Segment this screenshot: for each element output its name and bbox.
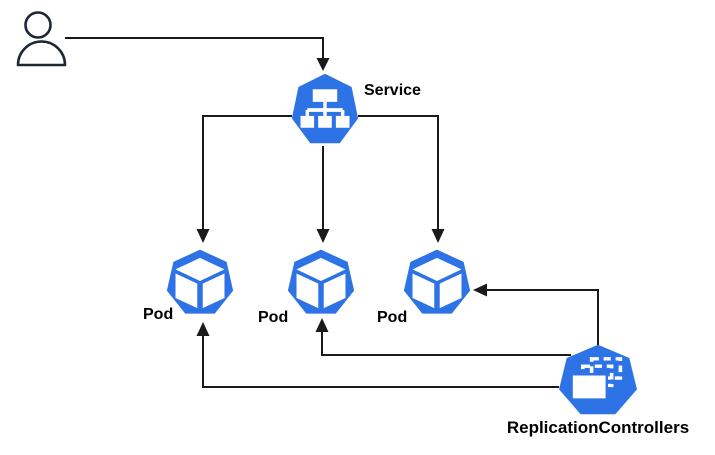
edge-rc-to-pod3 xyxy=(486,289,599,346)
pod3-node xyxy=(403,249,471,317)
pod-cube-top xyxy=(412,257,462,281)
pod1-node xyxy=(166,249,234,317)
service-glyph-leaf xyxy=(318,115,332,128)
edge-rc-to-pod2 xyxy=(321,331,571,356)
replication-controllers-node xyxy=(558,344,638,418)
replication-controllers-label: ReplicationControllers xyxy=(506,418,690,437)
user-node xyxy=(15,10,68,67)
user-head xyxy=(24,11,52,39)
pod-cube-left xyxy=(296,273,319,309)
arrowhead-service-top xyxy=(316,58,330,71)
k8s-pod-icon xyxy=(166,249,234,314)
service-glyph-leaf xyxy=(300,115,315,128)
arrowhead-pod1-bottom xyxy=(196,322,210,336)
pod3-label: Pod xyxy=(377,309,408,326)
pod1-label: Pod xyxy=(143,306,174,323)
pod-cube-left xyxy=(175,273,198,309)
service-glyph-links xyxy=(305,101,345,116)
arrowhead-pod2-top xyxy=(316,229,330,243)
pod2-label: Pod xyxy=(258,309,289,326)
k8s-replication-controller-icon xyxy=(559,344,637,415)
pod-cube-right xyxy=(202,273,225,309)
edge-service-to-pod1 xyxy=(202,115,292,230)
k8s-service-icon xyxy=(291,73,359,144)
arrowhead-pod3-top xyxy=(431,229,445,243)
service-glyph-leaf xyxy=(335,115,350,128)
pod-cube-left xyxy=(412,273,435,309)
k8s-pod-icon xyxy=(287,249,355,314)
pod-cube-top xyxy=(296,257,346,281)
service-label: Service xyxy=(364,82,421,99)
arrowhead-pod3-right xyxy=(473,283,487,297)
arrowhead-pod1-top xyxy=(196,229,210,243)
k8s-pod-icon xyxy=(403,249,471,314)
service-glyph-root xyxy=(312,89,338,102)
pod-cube-top xyxy=(175,257,225,281)
service-node xyxy=(291,73,359,147)
edge-service-to-pod3 xyxy=(358,115,439,230)
user-body xyxy=(16,40,67,67)
pod2-node xyxy=(287,249,355,317)
edge-rc-to-pod1 xyxy=(202,336,559,388)
arrowhead-pod2-bottom xyxy=(315,318,329,332)
pod-cube-right xyxy=(323,273,346,309)
user-icon xyxy=(16,11,67,67)
pod-cube-right xyxy=(439,273,462,309)
edge-user-to-service xyxy=(65,37,324,59)
rc-glyph-front xyxy=(570,373,608,401)
